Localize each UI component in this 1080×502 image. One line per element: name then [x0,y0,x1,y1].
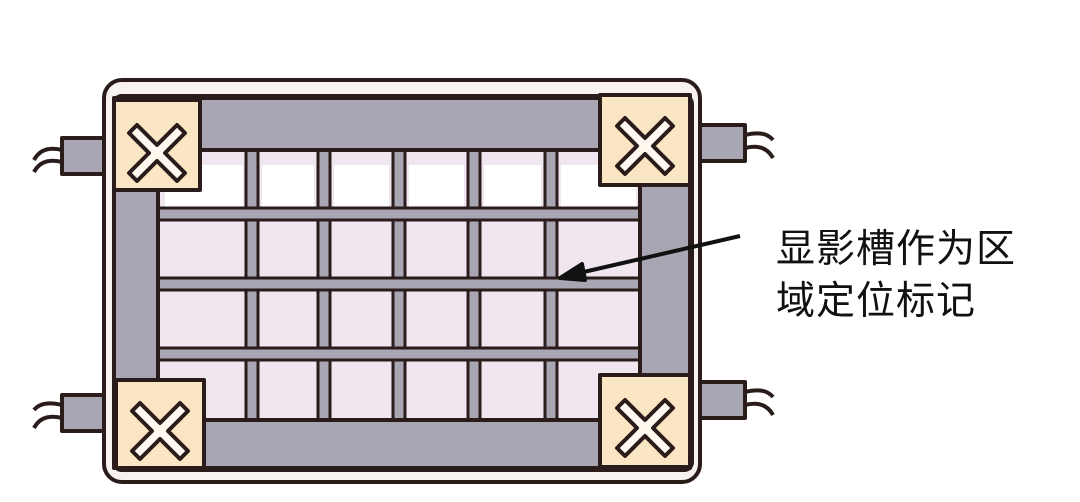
connector-left-bottom [32,393,110,433]
corner-marker-bottom-left [114,378,206,470]
corner-marker-top-left [112,98,202,192]
annotation-line-1: 显影槽作为区 [776,227,1017,272]
pointer-arrow [558,234,741,282]
top-bar [112,96,692,152]
connector-left-top [32,136,110,176]
corner-marker-top-right [598,93,692,187]
annotation-line-2: 域定位标记 [776,279,977,324]
connector-right-top [693,123,775,163]
connector-right-bottom [693,380,775,420]
corner-marker-bottom-right [598,373,692,469]
